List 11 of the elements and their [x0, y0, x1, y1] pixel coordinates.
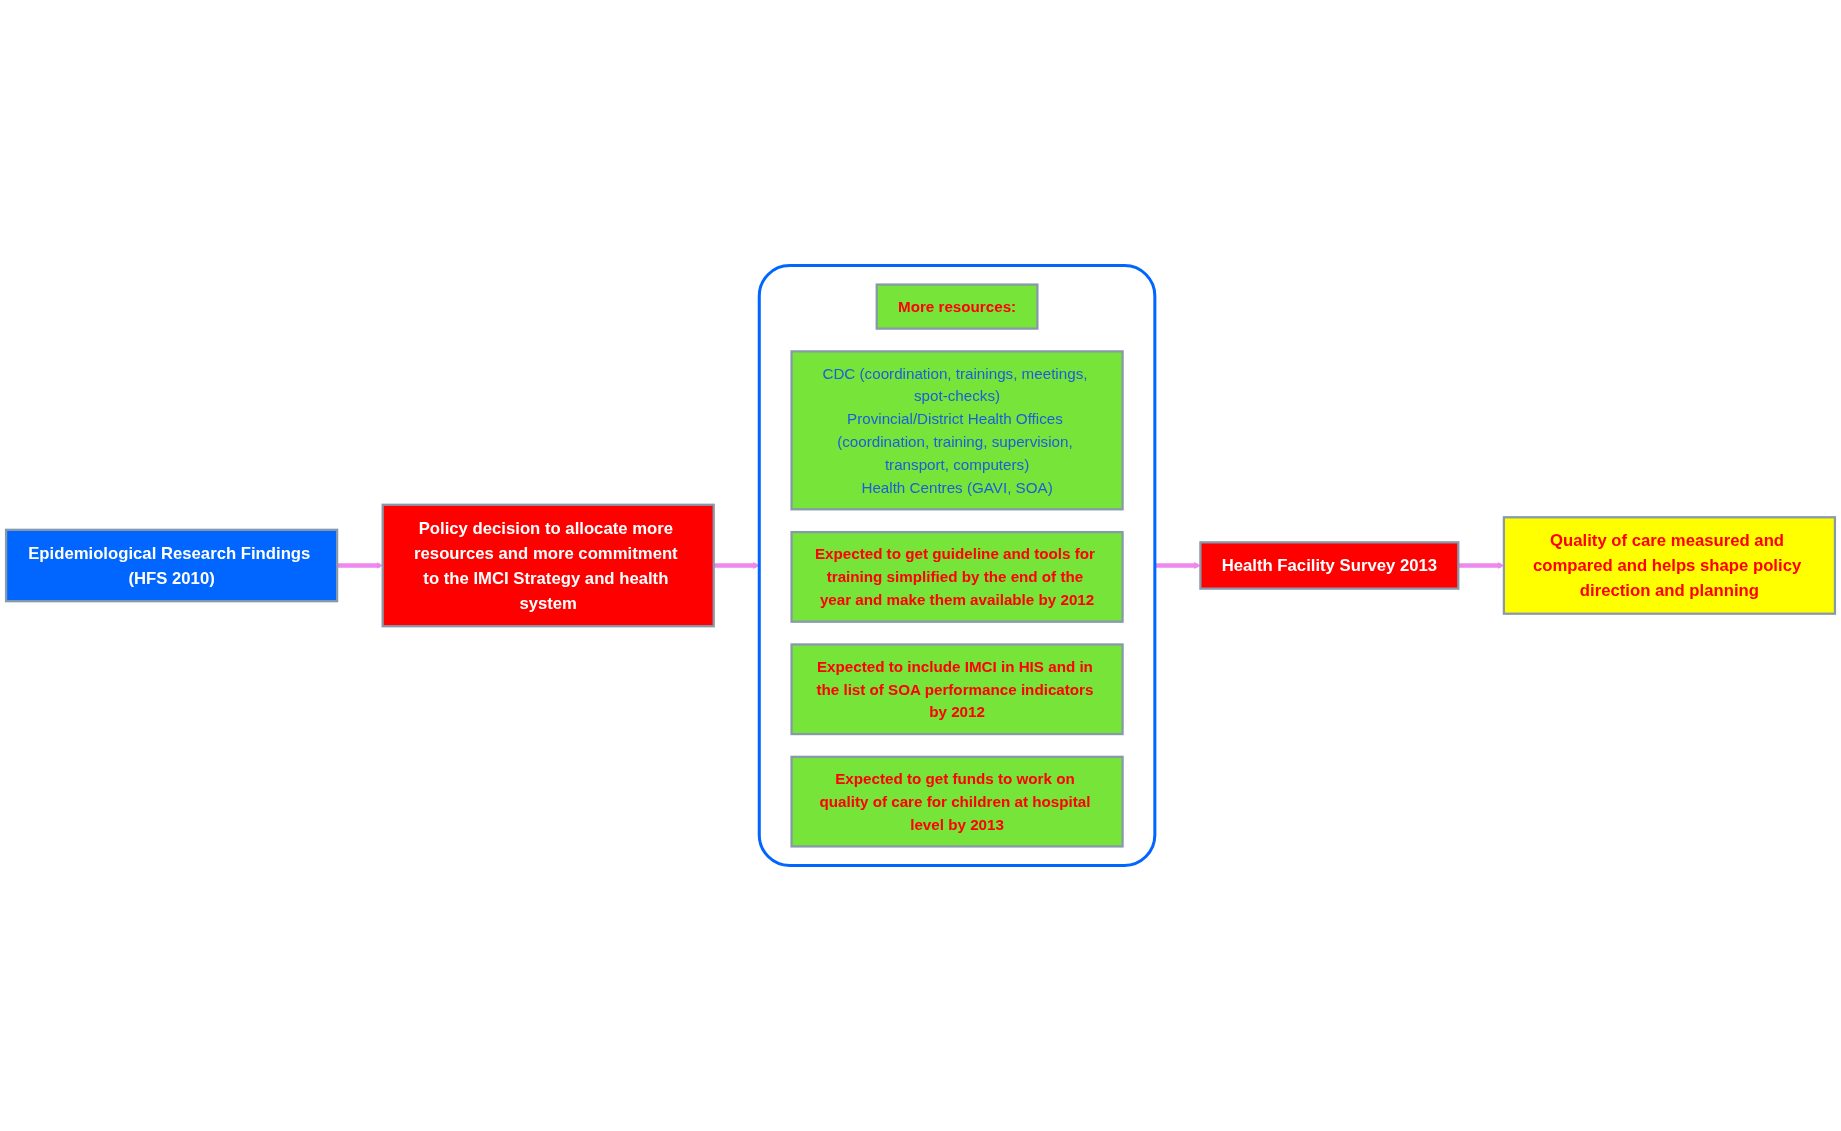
node-box: Expected to include IMCI in HIS and in the list of SOA performance indicators by 2012	[790, 643, 1124, 736]
node-box: More resources:	[875, 283, 1039, 330]
node-box: Policy decision to allocate more resources and more commitment to the IMCI Strategy and health system	[381, 503, 715, 628]
arrow	[337, 562, 383, 569]
node-box: Epidemiological Research Findings (HFS 2010)	[4, 528, 339, 603]
node-box: Health Facility Survey 2013	[1199, 541, 1460, 590]
node-box: Expected to get funds to work on quality of care for children at hospital level by 2013	[790, 755, 1124, 848]
node-box: CDC (coordination, trainings, meetings, spot-checks) Provincial/District Health Offices (coordination, training, supervision, transport, computers) Health Centres (GAVI, SOA)	[790, 350, 1124, 511]
cluster	[757, 264, 1157, 867]
node-box: Quality of care measured and compared and helps shape policy direction and planning	[1502, 516, 1837, 615]
node-box: Expected to get guideline and tools for training simplified by the end of the year and make them available by 2012	[790, 530, 1124, 623]
